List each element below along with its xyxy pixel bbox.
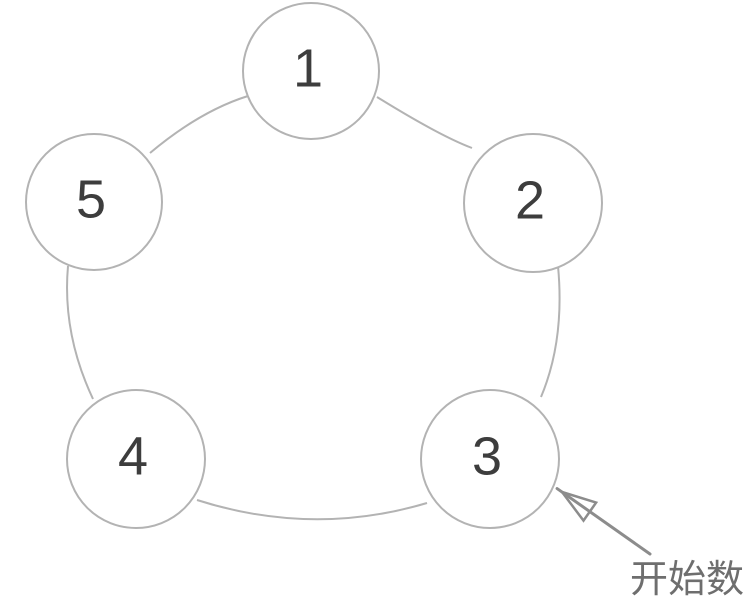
annotation-arrow-shaft	[555, 487, 652, 556]
edge-node3-node4	[196, 499, 428, 521]
node-2[interactable]: 2	[463, 133, 603, 273]
node-5-label: 5	[76, 169, 106, 229]
node-3[interactable]: 3	[420, 389, 560, 529]
edge-node5-node1	[149, 95, 249, 154]
node-5[interactable]: 5	[25, 133, 163, 271]
node-4[interactable]: 4	[66, 389, 206, 529]
annotation-caption: 开始数	[630, 557, 744, 601]
node-2-label: 2	[515, 170, 545, 230]
node-5-circle[interactable]	[25, 133, 163, 271]
node-3-circle[interactable]	[420, 389, 560, 529]
node-3-label: 3	[472, 426, 502, 486]
start-count-annotation: 开始数	[555, 487, 744, 601]
node-1-circle[interactable]	[242, 2, 380, 140]
node-4-circle[interactable]	[66, 389, 206, 529]
node-1[interactable]: 1	[242, 2, 380, 140]
edge-node1-node2	[376, 96, 473, 149]
node-4-label: 4	[118, 426, 148, 486]
node-group: 1 2 3 4 5	[25, 2, 603, 529]
edge-node2-node3	[540, 265, 561, 398]
node-1-label: 1	[293, 38, 323, 98]
annotation-arrow-head-icon	[558, 489, 599, 523]
node-2-circle[interactable]	[463, 133, 603, 273]
edge-node4-node5	[66, 265, 94, 400]
edge-group	[66, 95, 561, 521]
